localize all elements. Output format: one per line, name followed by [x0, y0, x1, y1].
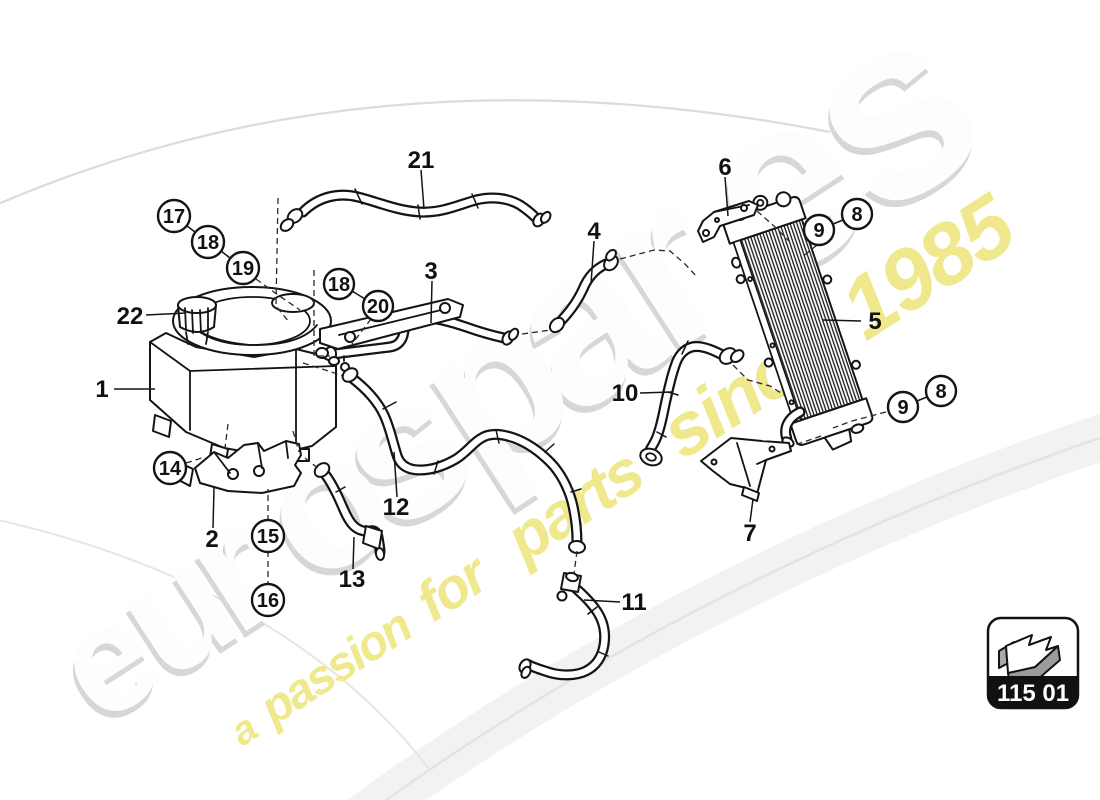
- svg-text:1: 1: [95, 376, 108, 403]
- callout-18[interactable]: 18: [322, 267, 356, 301]
- svg-text:2: 2: [205, 526, 218, 553]
- svg-text:14: 14: [159, 458, 182, 480]
- svg-text:19: 19: [232, 258, 254, 280]
- callout-11[interactable]: 11: [583, 589, 647, 616]
- svg-text:8: 8: [851, 204, 862, 226]
- callout-22[interactable]: 22: [117, 303, 187, 330]
- callout-connectors: [186, 219, 928, 402]
- callout-19[interactable]: 19: [225, 250, 261, 286]
- svg-text:10: 10: [612, 380, 639, 407]
- svg-text:4: 4: [587, 218, 601, 245]
- callout-8[interactable]: 8: [924, 374, 958, 408]
- callout-9[interactable]: 9: [802, 213, 836, 247]
- svg-text:6: 6: [718, 154, 731, 181]
- diagram-code-badge: 115 01: [986, 616, 1080, 710]
- callout-5[interactable]: 5: [822, 308, 882, 335]
- svg-text:5: 5: [868, 308, 881, 335]
- callout-14[interactable]: 14: [152, 450, 188, 486]
- upper-bracket-drawing: [697, 200, 759, 243]
- callout-21[interactable]: 21: [408, 147, 435, 210]
- callout-7[interactable]: 7: [743, 498, 757, 547]
- svg-text:11: 11: [621, 589, 646, 616]
- svg-text:9: 9: [813, 220, 824, 242]
- svg-text:17: 17: [163, 206, 185, 228]
- hose-13-drawing: [313, 462, 386, 561]
- svg-text:15: 15: [257, 526, 279, 548]
- radiator-drawing: [722, 191, 874, 451]
- callout-15[interactable]: 15: [250, 518, 286, 554]
- svg-text:21: 21: [408, 147, 435, 174]
- svg-text:7: 7: [743, 520, 756, 547]
- callout-20[interactable]: 20: [361, 289, 395, 323]
- hose-21-drawing: [279, 189, 552, 232]
- diagram-code: 115 01: [997, 680, 1069, 707]
- hose-11-drawing: [518, 571, 611, 681]
- callout-10[interactable]: 10: [612, 380, 673, 407]
- svg-text:16: 16: [257, 590, 279, 612]
- callout-1[interactable]: 1: [95, 376, 155, 403]
- callout-3[interactable]: 3: [424, 258, 438, 324]
- svg-text:20: 20: [367, 296, 389, 318]
- callout-12[interactable]: 12: [383, 451, 410, 521]
- svg-text:3: 3: [424, 258, 437, 285]
- callout-2[interactable]: 2: [205, 487, 219, 553]
- callout-6[interactable]: 6: [718, 154, 732, 217]
- svg-text:8: 8: [935, 381, 946, 403]
- svg-text:18: 18: [197, 232, 219, 254]
- hose-12-drawing: [341, 367, 586, 555]
- svg-text:12: 12: [383, 494, 410, 521]
- svg-text:18: 18: [328, 274, 350, 296]
- callout-8[interactable]: 8: [840, 197, 874, 231]
- callout-9[interactable]: 9: [886, 390, 920, 424]
- callout-17[interactable]: 17: [156, 198, 192, 234]
- assembly-dashed-lines: [185, 197, 887, 585]
- callout-4[interactable]: 4: [587, 218, 601, 285]
- callout-16[interactable]: 16: [250, 582, 286, 618]
- lower-bracket-drawing: [700, 437, 792, 502]
- callout-18[interactable]: 18: [190, 224, 226, 260]
- svg-text:13: 13: [339, 566, 366, 593]
- hose-ticks: [335, 188, 689, 657]
- hose-10-drawing: [639, 341, 745, 467]
- hose-4-drawing: [548, 248, 619, 334]
- svg-text:22: 22: [117, 303, 144, 330]
- callout-13[interactable]: 13: [339, 536, 366, 593]
- background-swoosh: [0, 99, 1100, 800]
- svg-text:9: 9: [897, 397, 908, 419]
